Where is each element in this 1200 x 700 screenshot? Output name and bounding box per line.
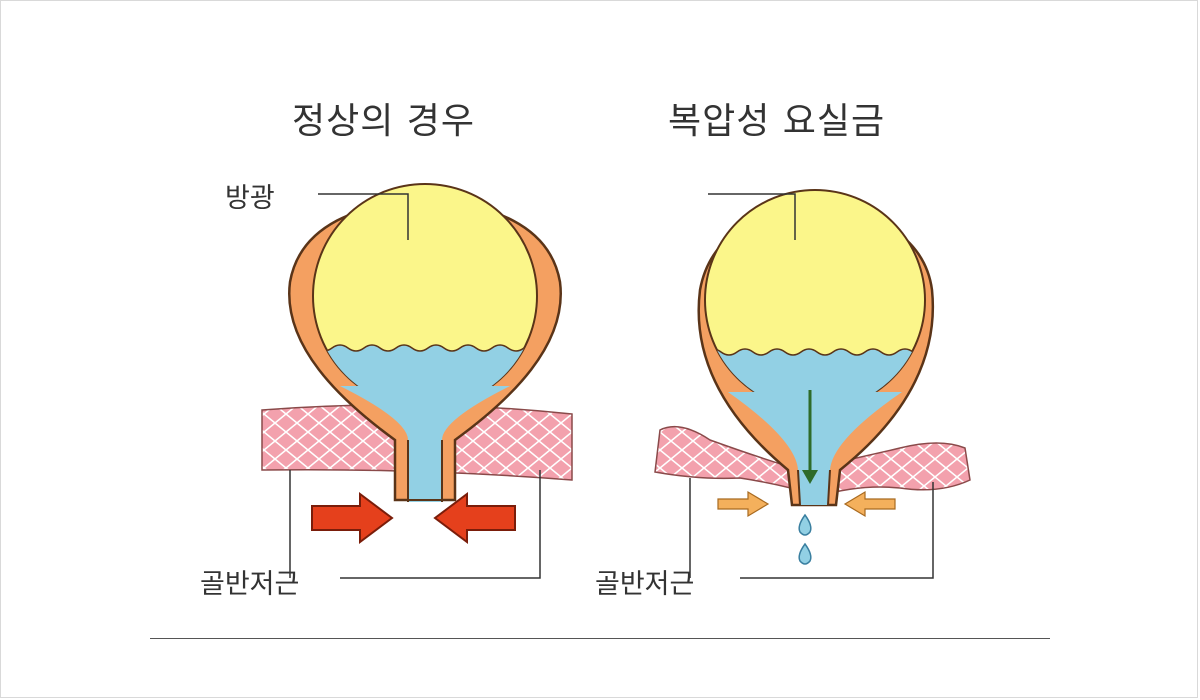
normal-panel bbox=[261, 183, 573, 579]
muscle-leader-line-left bbox=[289, 470, 541, 579]
stress-incontinence-panel bbox=[654, 189, 971, 579]
normal-panel-title: 정상의 경우 bbox=[292, 101, 476, 142]
weak-inward-arrow-icon bbox=[843, 490, 896, 518]
weak-inward-arrow-icon bbox=[717, 490, 770, 518]
bladder-label: 방광 bbox=[225, 183, 275, 214]
strong-inward-arrow-icon bbox=[433, 492, 516, 544]
bladder-leader-line bbox=[318, 193, 409, 240]
pelvic-floor-label-left: 골반저근 bbox=[200, 569, 300, 600]
muscle-leader-line-right bbox=[689, 478, 934, 579]
strong-inward-arrow-icon bbox=[311, 492, 394, 544]
urine-drop-icon bbox=[798, 513, 812, 536]
urine-drop-icon bbox=[798, 542, 812, 565]
bladder-leader-line-right bbox=[708, 193, 796, 240]
pelvic-floor-label-right: 골반저근 bbox=[595, 569, 695, 600]
pelvic-floor-muscle-right bbox=[654, 425, 971, 497]
urethra-right bbox=[728, 392, 902, 505]
bottom-divider bbox=[150, 638, 1050, 639]
stress-incontinence-panel-title: 복압성 요실금 bbox=[668, 101, 886, 142]
